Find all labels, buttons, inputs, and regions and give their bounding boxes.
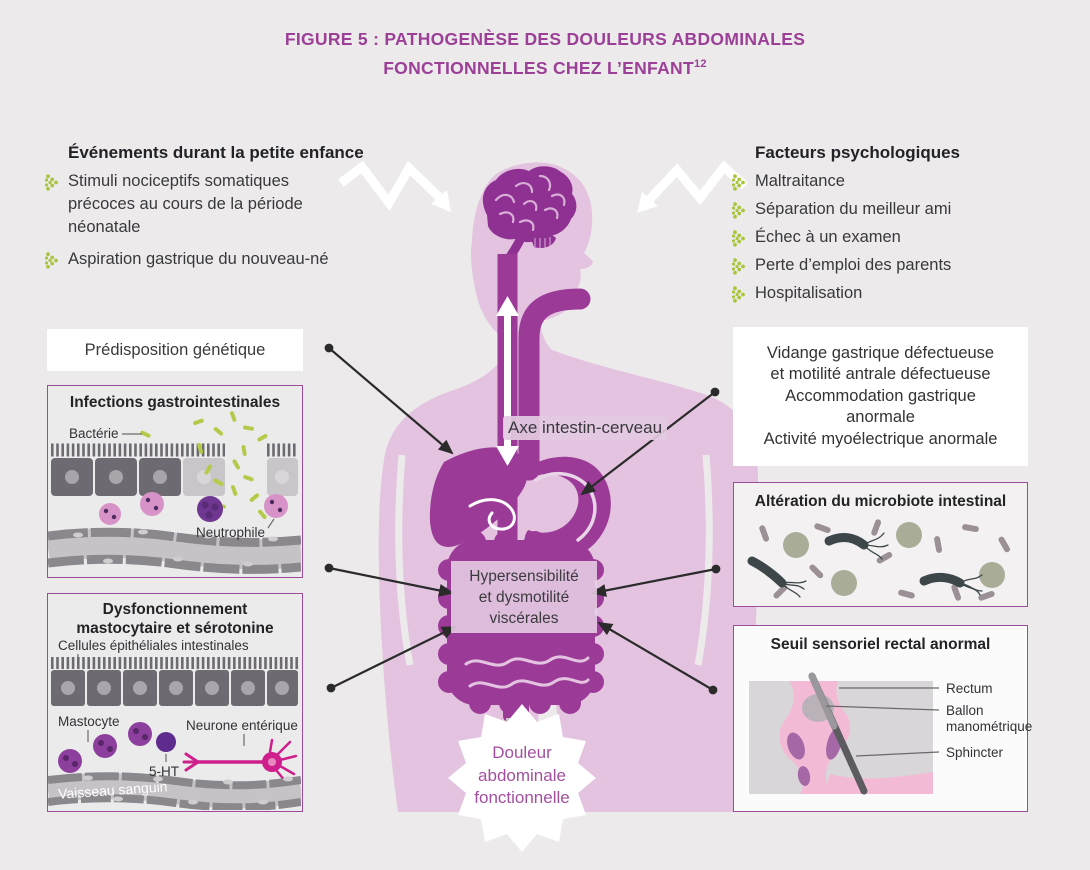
flagellated-bacteria <box>747 532 983 598</box>
figure-title: FIGURE 5 : PATHOGENÈSE DES DOULEURS ABDO… <box>0 27 1090 81</box>
hypersensitivity-line: viscérales <box>489 609 559 627</box>
list-item: Hospitalisation <box>732 282 1042 305</box>
neutrophil-cells <box>99 492 288 525</box>
mast-box-title: Dysfonctionnement mastocytaire et séroto… <box>76 601 274 637</box>
balloon-label-line1: Ballon <box>946 703 984 718</box>
neutrophil-label: Neutrophile <box>196 525 266 540</box>
chevron-dots-icon <box>45 174 58 191</box>
chevron-dots-icon <box>732 258 745 275</box>
list-item-label: Stimuli nociceptifs somatiques précoces … <box>68 172 303 236</box>
gastric-line: anormale <box>846 408 915 427</box>
sphincter-label: Sphincter <box>946 745 1004 760</box>
brain-illustration <box>482 166 577 267</box>
microbiota-box-title: Altération du microbiote intestinal <box>754 493 1007 510</box>
gastric-line: Activité myoélectrique anormale <box>763 429 998 448</box>
hypersensitivity-line: et dysmotilité <box>478 588 570 606</box>
gastric-line: Vidange gastrique défectueuse <box>766 343 995 362</box>
list-item: Maltraitance <box>732 170 1042 193</box>
serotonin-dot <box>156 732 176 752</box>
list-item-label: Échec à un examen <box>755 228 901 246</box>
bacteria-rods <box>140 411 268 520</box>
chevron-dots-icon <box>732 202 745 219</box>
psych-factors-heading: Facteurs psychologiques <box>755 143 960 162</box>
list-item: Échec à un examen <box>732 226 1042 249</box>
blood-vessel <box>48 772 301 810</box>
mast-cells <box>58 722 152 773</box>
microbiota-box: Altération du microbiote intestinal <box>733 482 1028 607</box>
list-item: Perte d’emploi des parents <box>732 254 1042 277</box>
pain-line: fonctionnelle <box>474 788 570 807</box>
epithelial-cells-label: Cellules épithéliales intestinales <box>58 638 249 653</box>
enteric-neuron <box>182 738 298 784</box>
early-events-heading: Événements durant la petite enfance <box>68 143 364 162</box>
leader-lines <box>825 687 940 757</box>
bacteria-label: Bactérie <box>69 426 119 441</box>
rectum-label: Rectum <box>946 681 993 696</box>
leader-lines <box>122 433 275 529</box>
liver <box>429 447 528 547</box>
chevron-dots-icon <box>732 174 745 191</box>
rod-bacteria <box>759 519 1010 601</box>
rectal-illustration <box>749 672 940 795</box>
gastrointestinal-infections-box: Infections gastrointestinales Bactérie N… <box>47 385 303 578</box>
list-item: Séparation du meilleur ami <box>732 198 1042 221</box>
list-item-label: Perte d’emploi des parents <box>755 256 952 274</box>
list-item-label: Maltraitance <box>755 172 845 190</box>
hypersensitivity-line: Hypersensibilité <box>469 567 579 585</box>
mast-cell-dysfunction-box: Dysfonctionnement mastocytaire et séroto… <box>47 593 303 812</box>
gut-brain-axis-label: Axe intestin-cerveau <box>503 416 668 440</box>
figure-title-line1: FIGURE 5 : PATHOGENÈSE DES DOULEURS ABDO… <box>284 29 806 49</box>
connector-arrows <box>324 343 721 695</box>
chevron-dots-icon <box>732 230 745 247</box>
epithelial-cells <box>51 458 298 496</box>
chevron-dots-icon <box>732 286 745 303</box>
genetic-predisposition-box: Prédisposition génétique <box>47 329 303 371</box>
infections-box-title: Infections gastrointestinales <box>69 394 281 411</box>
title-reference-superscript: 12 <box>693 58 707 70</box>
balloon-label-line2: manométrique <box>946 719 1033 734</box>
enteric-neuron-label: Neurone entérique <box>186 718 298 733</box>
psych-factors-list: Maltraitance Séparation du meilleur ami … <box>732 170 1042 305</box>
gastric-line: et motilité antrale défectueuse <box>770 365 991 384</box>
rectal-box-title: Seuil sensoriel rectal anormal <box>770 636 991 653</box>
mast-cell-illustration <box>48 654 301 810</box>
chevron-dots-icon <box>45 252 58 269</box>
hypersensitivity-overlay: Hypersensibilité et dysmotilité viscéral… <box>451 561 597 633</box>
round-bacteria <box>783 522 1005 596</box>
list-item-label: Hospitalisation <box>755 284 863 302</box>
figure-title-line2: FONCTIONNELLES CHEZ L’ENFANT12 <box>383 57 707 78</box>
list-item: Aspiration gastrique du nouveau-né <box>45 248 375 271</box>
list-item-label: Séparation du meilleur ami <box>755 200 952 218</box>
gastric-motility-box: Vidange gastrique défectueuse et motilit… <box>733 327 1028 466</box>
blood-vessel <box>48 527 301 574</box>
list-item: Stimuli nociceptifs somatiques précoces … <box>45 170 375 239</box>
microbiota-illustration <box>747 519 1010 601</box>
starburst <box>448 704 596 852</box>
rectal-threshold-box: Seuil sensoriel rectal anormal Rectum Ba… <box>733 625 1032 812</box>
epithelial-cells <box>51 670 298 706</box>
functional-pain-label: Douleur abdominale fonctionnelle <box>447 742 597 810</box>
serotonin-label: 5-HT <box>149 764 179 779</box>
gastric-line: Accommodation gastrique <box>785 386 976 405</box>
infections-illustration <box>48 411 301 574</box>
mast-cell-label: Mastocyte <box>58 714 120 729</box>
list-item-label: Aspiration gastrique du nouveau-né <box>68 250 329 268</box>
pain-line: Douleur <box>492 743 552 762</box>
pain-line: abdominale <box>478 765 566 785</box>
early-events-list: Stimuli nociceptifs somatiques précoces … <box>45 170 375 271</box>
zigzag-arrow-right-icon <box>637 160 749 213</box>
zigzag-arrow-left-icon <box>338 160 451 212</box>
genetic-predisposition-label: Prédisposition génétique <box>84 340 266 359</box>
